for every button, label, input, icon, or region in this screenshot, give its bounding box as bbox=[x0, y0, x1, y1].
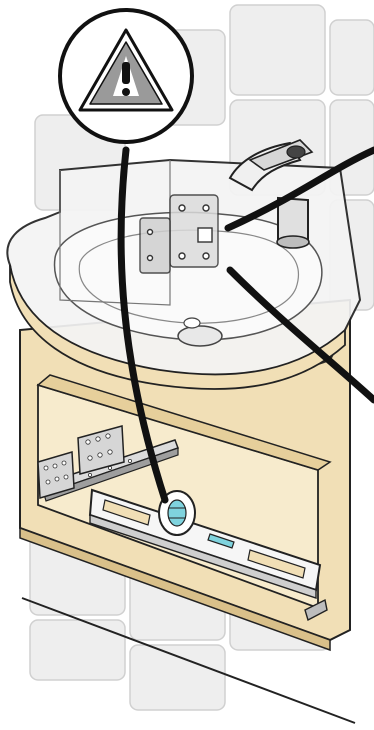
warning-badge bbox=[60, 10, 192, 142]
